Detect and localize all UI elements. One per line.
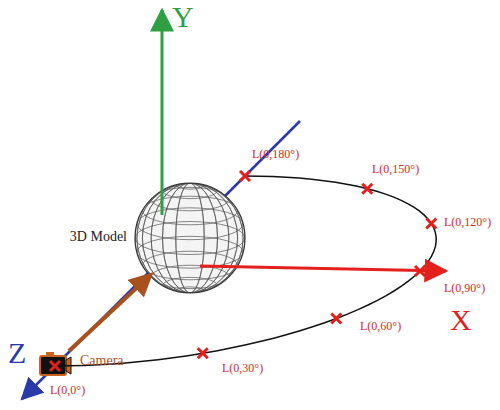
light-marker <box>426 219 436 229</box>
light-marker <box>415 266 425 276</box>
light-label: L(0,180°) <box>252 148 299 161</box>
axis-label: Y <box>172 0 194 33</box>
light-marker <box>331 314 341 324</box>
sphere-model-outline <box>135 183 245 293</box>
axis-label: Z <box>8 336 26 369</box>
light-label: L(0,0°) <box>50 384 85 397</box>
light-label: L(0,90°) <box>444 282 485 295</box>
model-label: 3D Model <box>70 229 127 244</box>
y-axis <box>161 10 164 215</box>
x-axis <box>200 266 446 271</box>
light-marker <box>362 184 372 194</box>
sphere-model: 3D Model <box>135 183 245 293</box>
light-label: L(0,30°) <box>222 362 263 375</box>
light-label: L(0,150°) <box>372 163 419 176</box>
light-label: L(0,60°) <box>360 320 401 333</box>
light-marker <box>198 348 208 358</box>
view-arrow <box>69 276 150 351</box>
axis-label: X <box>450 303 472 336</box>
light-label: L(0,120°) <box>444 216 491 229</box>
light-marker <box>240 171 250 181</box>
light-marker <box>50 361 60 371</box>
camera-label: Camera <box>80 353 124 368</box>
